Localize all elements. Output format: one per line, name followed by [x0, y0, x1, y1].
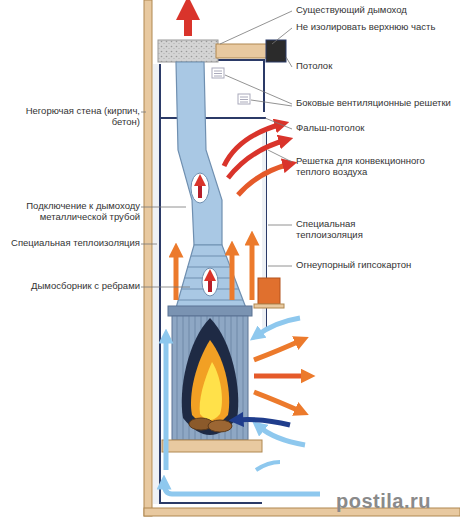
callout-label: Потолок [296, 61, 456, 72]
callout-label: Огнеупорный гипсокартон [296, 260, 456, 271]
log [208, 420, 232, 432]
false-ceiling [160, 117, 266, 119]
callout-label: Решетка для конвекционного теплого возду… [296, 156, 426, 178]
callout-label: Специальная теплоизоляция [4, 238, 140, 249]
callout-label: Специальная теплоизоляция [296, 219, 406, 241]
ceiling-block [266, 40, 286, 62]
enclosure-line [160, 502, 262, 504]
enclosure-line [159, 64, 161, 504]
fire-opening [182, 318, 239, 435]
callout-label: Фальш-потолок [296, 123, 456, 134]
leader-line [141, 11, 292, 287]
smoke-arrow [208, 275, 212, 292]
enclosure-line [218, 60, 264, 112]
watermark: postila.ru [336, 490, 456, 513]
grille-shelf [254, 304, 284, 308]
callout-label: Существующий дымоход [296, 5, 456, 16]
vent-grille [212, 68, 250, 104]
hearth-base [162, 440, 262, 452]
firebox-top [168, 306, 252, 316]
warm-air-arrows [176, 124, 308, 412]
smoke-out-arrow [184, 8, 192, 36]
flow-window [191, 173, 209, 203]
flame-core [200, 362, 222, 420]
callout-label: Боковые вентиляционные решетки [296, 98, 456, 109]
existing-chimney [158, 40, 218, 62]
smoke-collector [176, 245, 246, 308]
cold-air-arrows [164, 318, 320, 494]
callout-label: Негорючая стена (кирпич, бетон) [4, 106, 140, 128]
callout-label: Не изолировать верхнюю часть [296, 22, 456, 33]
smoke-arrow [198, 180, 202, 198]
flame [191, 340, 229, 426]
metal-pipe [176, 62, 222, 245]
convection-grille [258, 278, 280, 304]
callout-label: Дымосборник с ребрами [4, 281, 140, 292]
brick-wall [144, 0, 152, 516]
flow-window [202, 268, 218, 296]
insulation [153, 64, 160, 504]
callout-label: Подключение к дымоходу металлической тру… [4, 201, 140, 223]
